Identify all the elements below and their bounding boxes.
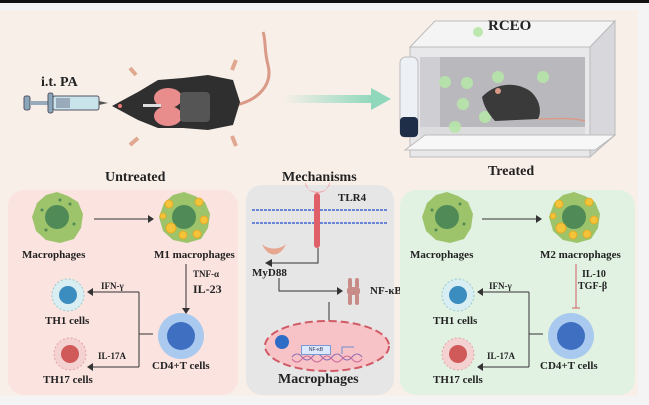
treated-title: Treated [488,164,535,179]
injection-label: i.t. PA [41,75,78,90]
treated-th1-cell-icon [441,278,475,312]
mouse-supine-icon [112,31,271,147]
tlr4-label: TLR4 [338,192,367,204]
tgf-beta-label: TGF-β [578,281,608,292]
mechanisms-cell-label: Macrophages [278,372,359,387]
activation-arrow [182,264,190,314]
m2-macrophages-label: M2 macrophages [540,249,621,261]
m1-macrophages-label: M1 macrophages [154,249,235,261]
m2-macrophage-icon [549,192,600,243]
macrophage-nucleus-icon [264,302,390,372]
treated-cd4-label: CD4+T cells [540,360,598,372]
treated-th17-cell-icon [441,337,475,371]
cd4-t-cell-icon [158,313,204,359]
differentiation-arrows [87,288,153,371]
inhibition-line [572,264,580,309]
window-top-border [0,0,649,3]
myd88-label: MyD88 [252,267,287,279]
progression-arrow [283,88,391,110]
chamber-label: RCEO [488,18,532,34]
myd88-arrow [262,244,319,267]
syringe-icon [23,92,108,114]
tnf-alpha-label: TNF-α [193,269,220,279]
il23-label: IL-23 [193,282,222,296]
treated-th1-label: TH1 cells [433,315,478,327]
untreated-ifn-gamma-label: IFN-γ [101,281,124,291]
m1-macrophage-icon [159,192,210,243]
treated-differentiation-arrows [477,288,543,371]
treated-polarization-arrow [482,215,542,223]
treated-il17a-label: IL-17A [487,351,516,361]
th1-cell-icon [51,278,85,312]
untreated-macrophages-label: Macrophages [22,249,86,261]
treated-th17-label: TH17 cells [433,374,483,386]
il10-label: IL-10 [582,269,606,280]
th17-cell-icon [53,337,87,371]
macrophage-icon [32,192,83,243]
treated-macrophage-icon [422,192,473,243]
untreated-cd4-label: CD4+T cells [152,360,210,372]
nfkb-label: NF-κB [370,285,402,297]
treated-ifn-gamma-label: IFN-γ [489,281,512,291]
untreated-th1-label: TH1 cells [45,315,90,327]
polarization-arrow [94,215,154,223]
treated-macrophages-label: Macrophages [410,249,474,261]
nfkb-gene-box: NF-κB [301,345,331,355]
untreated-title: Untreated [105,170,166,185]
nfkb-arrow [278,278,360,305]
untreated-th17-label: TH17 cells [43,374,93,386]
mechanisms-title: Mechanisms [282,170,357,185]
treated-cd4-t-cell-icon [548,313,594,359]
inhalation-chamber-icon [399,19,617,159]
untreated-il17a-label: IL-17A [98,351,127,361]
cell-membrane-tlr4-icon [252,182,388,248]
